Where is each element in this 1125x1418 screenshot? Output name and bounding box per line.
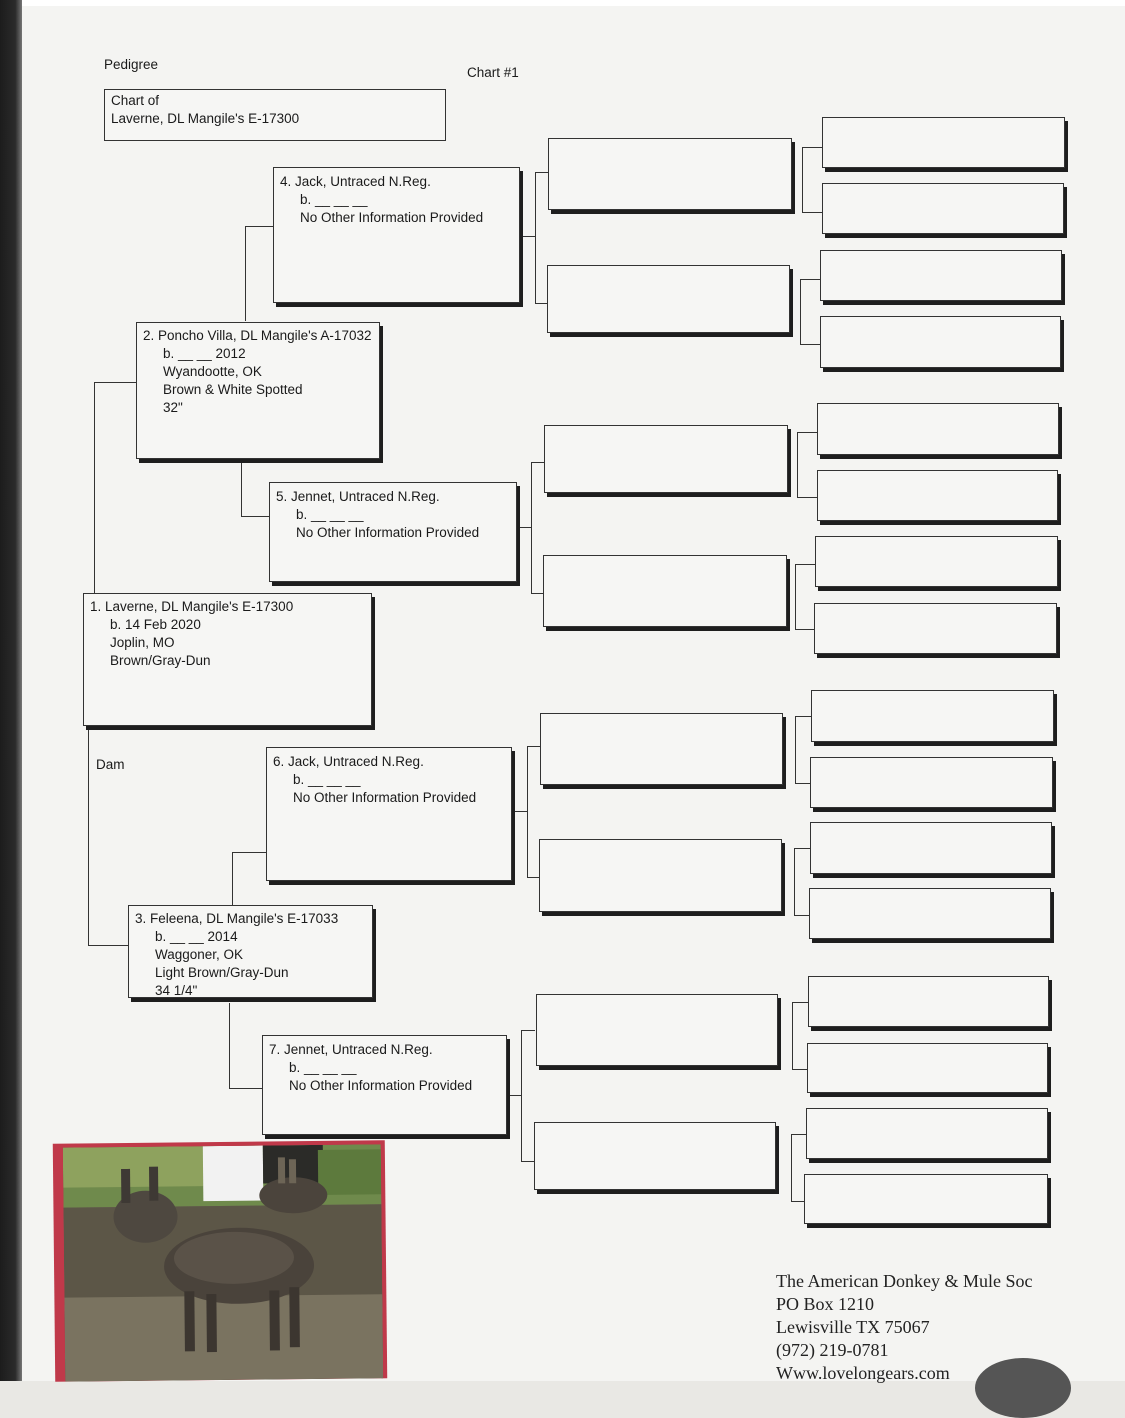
ancestor-box <box>808 976 1049 1027</box>
ancestor-box <box>814 603 1057 654</box>
connector-subject-dam <box>88 725 129 946</box>
subject-name: 1. Laverne, DL Mangile's E-17300 <box>90 599 294 614</box>
connector-gp7-stub <box>508 1095 521 1096</box>
subject-box: 1. Laverne, DL Mangile's E-17300 b. 14 F… <box>83 593 372 726</box>
subject-born: b. 14 Feb 2020 <box>110 617 201 632</box>
connector-sire-gp4 <box>245 226 274 321</box>
great-grandparent-box <box>544 425 788 493</box>
sire-born: b. __ __ 2012 <box>163 346 246 361</box>
ancestor-box <box>810 822 1052 874</box>
grandparent-box-7: 7. Jennet, Untraced N.Reg. b. __ __ __ N… <box>262 1035 507 1135</box>
chart-of-label: Chart of <box>111 93 160 108</box>
grandparent-info: No Other Information Provided <box>293 790 477 805</box>
website-link: Www.lovelongears.com <box>776 1363 950 1383</box>
subject-color: Brown/Gray-Dun <box>110 653 211 668</box>
grandparent-born: b. __ __ __ <box>289 1060 357 1075</box>
connector-ggp-6 <box>794 848 811 916</box>
grandparent-box-4: 4. Jack, Untraced N.Reg. b. __ __ __ No … <box>273 167 520 303</box>
grandparent-box-6: 6. Jack, Untraced N.Reg. b. __ __ __ No … <box>266 747 512 881</box>
grandparent-born: b. __ __ __ <box>296 507 364 522</box>
connector-ggp-5 <box>795 716 812 784</box>
dam-place: Waggoner, OK <box>155 947 244 962</box>
dam-box: 3. Feleena, DL Mangile's E-17033 b. __ _… <box>128 905 373 998</box>
ancestor-box <box>811 690 1054 742</box>
paper-top-edge <box>0 0 1125 6</box>
ancestor-box <box>807 1043 1048 1093</box>
connector-ggp-3 <box>797 432 818 498</box>
dam-born: b. __ __ 2014 <box>155 929 238 944</box>
connector-gp6-stub <box>513 811 527 812</box>
dam-height: 34 1/4" <box>155 983 198 998</box>
dam-name: 3. Feleena, DL Mangile's E-17033 <box>135 911 339 926</box>
grandparent-name: 5. Jennet, Untraced N.Reg. <box>276 489 440 504</box>
dam-color: Light Brown/Gray-Dun <box>155 965 289 980</box>
connector-gp5-ggp <box>531 462 545 594</box>
connector-gp7-ggp <box>521 1030 535 1162</box>
connector-gp4-stub <box>521 236 535 237</box>
sire-name: 2. Poncho Villa, DL Mangile's A-17032 <box>143 328 372 343</box>
grandparent-box-5: 5. Jennet, Untraced N.Reg. b. __ __ __ N… <box>269 482 517 582</box>
chart-number: Chart #1 <box>467 65 519 80</box>
connector-dam-gp7 <box>229 1003 264 1089</box>
ancestor-box <box>806 1108 1048 1159</box>
sire-box: 2. Poncho Villa, DL Mangile's A-17032 b.… <box>136 322 380 459</box>
grandparent-info: No Other Information Provided <box>296 525 480 540</box>
great-grandparent-box <box>547 265 790 333</box>
connector-ggp-7 <box>792 1002 809 1070</box>
grandparent-born: b. __ __ __ <box>293 772 361 787</box>
ancestor-box <box>815 536 1058 587</box>
grandparent-born: b. __ __ __ <box>300 192 368 207</box>
ancestor-box <box>820 250 1062 301</box>
grandparent-name: 7. Jennet, Untraced N.Reg. <box>269 1042 433 1057</box>
sire-place: Wyandootte, OK <box>163 364 262 379</box>
connector-ggp-8 <box>791 1134 806 1202</box>
finger-shadow <box>975 1358 1071 1418</box>
binding-edge <box>0 0 22 1381</box>
ancestor-box <box>822 183 1064 234</box>
society-address: The American Donkey & Mule Soc PO Box 12… <box>776 1270 1032 1385</box>
connector-sire-gp5 <box>241 462 270 517</box>
donkey-photo <box>62 1144 384 1382</box>
great-grandparent-box <box>536 994 778 1066</box>
doc-label: Pedigree <box>104 57 159 72</box>
connector-dam-gp6 <box>232 852 267 905</box>
connector-gp6-ggp <box>527 746 541 878</box>
great-grandparent-box <box>534 1122 776 1190</box>
address-line-1: PO Box 1210 <box>776 1294 875 1314</box>
chart-of-name: Laverne, DL Mangile's E-17300 <box>111 111 300 126</box>
connector-ggp-4 <box>795 564 816 630</box>
grandparent-info: No Other Information Provided <box>289 1078 473 1093</box>
chart-of-box: Chart of Laverne, DL Mangile's E-17300 <box>104 89 446 141</box>
grandparent-name: 4. Jack, Untraced N.Reg. <box>280 174 431 189</box>
connector-gp4-ggp <box>535 172 549 304</box>
address-line-2: Lewisville TX 75067 <box>776 1317 930 1337</box>
ancestor-box <box>809 888 1051 939</box>
ancestor-box <box>820 316 1061 368</box>
great-grandparent-box <box>540 713 783 785</box>
sire-color: Brown & White Spotted <box>163 382 303 397</box>
ancestor-box <box>817 403 1059 455</box>
photo-frame <box>52 1140 388 1382</box>
phone-number: (972) 219-0781 <box>776 1340 889 1360</box>
connector-ggp-2 <box>800 279 821 345</box>
ancestor-box <box>804 1174 1048 1224</box>
sire-height: 32" <box>163 400 183 415</box>
ancestor-box <box>810 757 1053 808</box>
connector-subject-sire <box>94 382 137 593</box>
connector-ggp-1 <box>802 147 823 213</box>
great-grandparent-box <box>539 839 782 912</box>
grandparent-name: 6. Jack, Untraced N.Reg. <box>273 754 424 769</box>
subject-place: Joplin, MO <box>110 635 175 650</box>
great-grandparent-box <box>543 555 787 627</box>
ancestor-box <box>817 470 1058 521</box>
ancestor-box <box>822 117 1065 168</box>
great-grandparent-box <box>548 138 792 210</box>
grandparent-info: No Other Information Provided <box>300 210 484 225</box>
connector-gp5-stub <box>518 527 531 528</box>
dam-label: Dam <box>96 757 125 772</box>
society-name: The American Donkey & Mule Soc <box>776 1271 1033 1291</box>
